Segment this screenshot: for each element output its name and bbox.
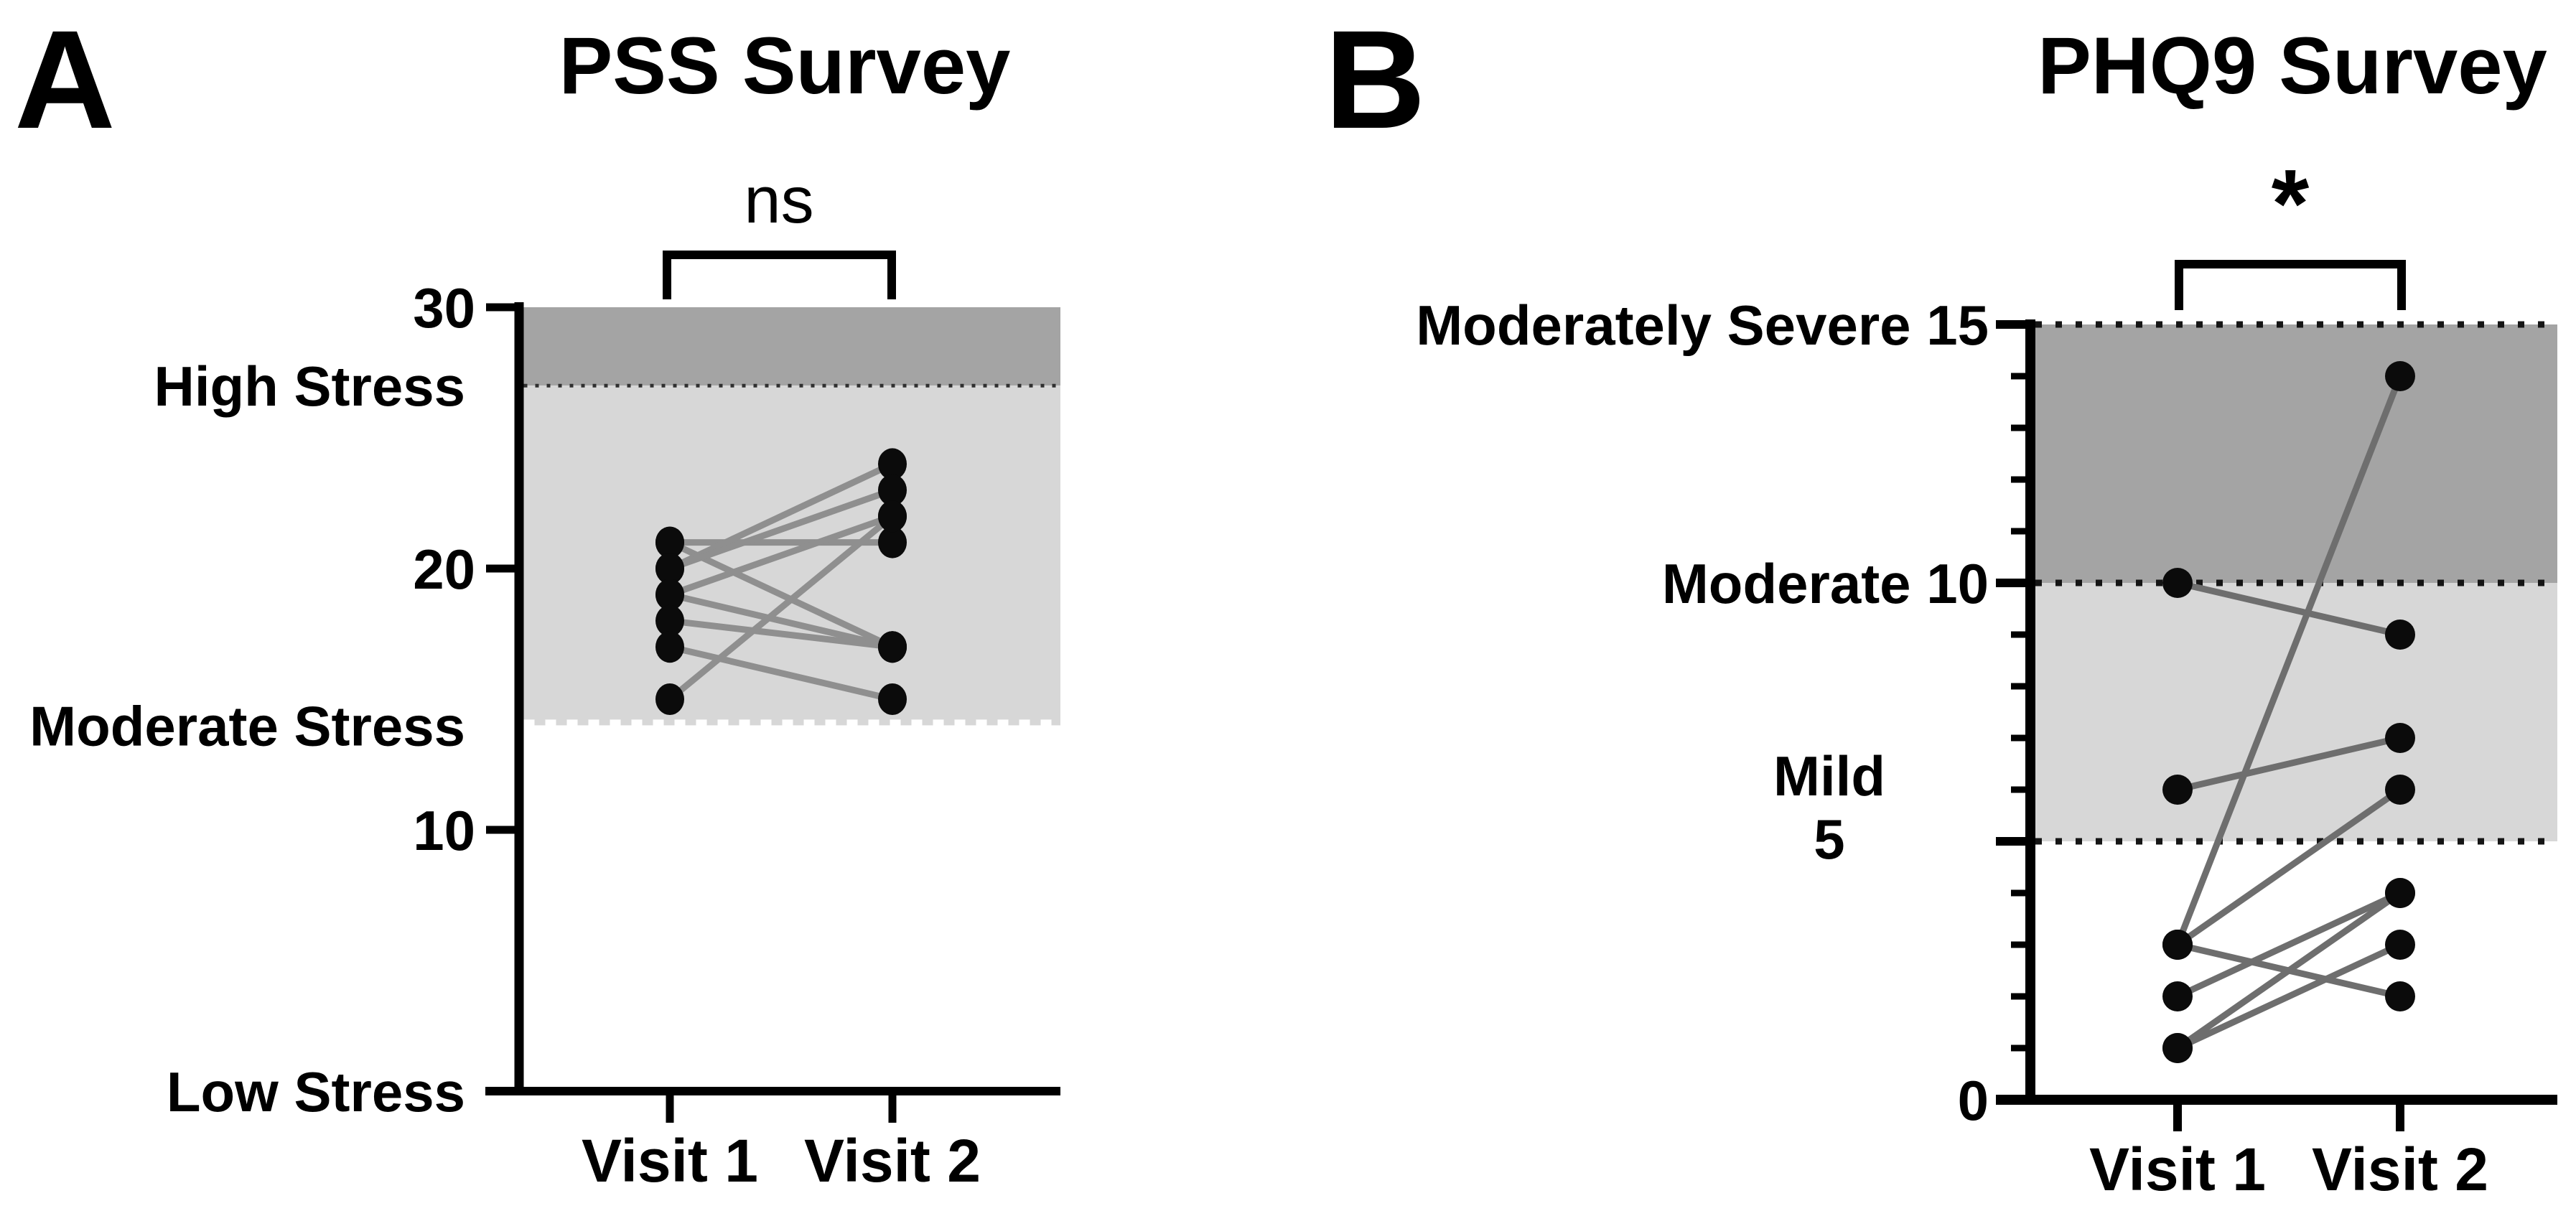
pair-line bbox=[668, 461, 894, 572]
pair-line bbox=[2176, 889, 2402, 1000]
zone-label: Moderate 10 bbox=[1662, 552, 1989, 615]
data-point-visit2 bbox=[2385, 620, 2415, 650]
pair-line bbox=[668, 513, 894, 598]
pair-line bbox=[2176, 579, 2402, 638]
high-stress-band bbox=[523, 307, 1060, 386]
y-tick-label: 10 bbox=[413, 799, 475, 862]
x-category-label: Visit 2 bbox=[804, 1127, 981, 1195]
data-point-visit2 bbox=[2385, 930, 2415, 960]
data-point-visit1 bbox=[655, 526, 684, 558]
moderate-stress-band bbox=[523, 385, 1060, 726]
data-point-visit2 bbox=[878, 474, 907, 506]
x-category-label: Visit 2 bbox=[2312, 1136, 2488, 1203]
zone-label: Mild bbox=[1773, 744, 1885, 808]
zone-label: Moderately Severe 15 bbox=[1416, 294, 1989, 357]
panel-title: PHQ9 Survey bbox=[2038, 21, 2547, 111]
pair-line bbox=[668, 539, 894, 650]
data-point-visit1 bbox=[655, 579, 684, 611]
pair-line bbox=[669, 617, 893, 650]
pair-line bbox=[668, 513, 895, 702]
significance-bracket bbox=[2175, 260, 2406, 310]
y-tick-label: 30 bbox=[413, 276, 475, 340]
zone-label: High Stress bbox=[154, 355, 465, 418]
pair-line bbox=[668, 643, 894, 703]
moderate-band bbox=[2035, 583, 2557, 841]
significance-label: * bbox=[2272, 149, 2310, 258]
data-point-visit1 bbox=[655, 553, 684, 584]
y-tick-label: 20 bbox=[413, 538, 475, 601]
data-point-visit2 bbox=[878, 683, 907, 715]
data-point-visit2 bbox=[2385, 981, 2415, 1011]
pair-line bbox=[2176, 941, 2402, 1052]
data-point-visit1 bbox=[2162, 981, 2193, 1011]
data-point-visit1 bbox=[2162, 775, 2193, 805]
data-point-visit2 bbox=[2385, 361, 2415, 391]
panel-letter: A bbox=[14, 1, 116, 158]
pair-line bbox=[2174, 375, 2404, 946]
significance-bracket bbox=[663, 251, 896, 299]
zone-label: Low Stress bbox=[167, 1060, 465, 1123]
data-point-visit1 bbox=[655, 631, 684, 663]
pair-line bbox=[2176, 734, 2402, 793]
pair-line bbox=[668, 592, 894, 650]
pair-line bbox=[668, 487, 894, 572]
zone-label-value: 5 bbox=[1814, 808, 1844, 871]
data-point-visit1 bbox=[2162, 1033, 2193, 1063]
data-point-visit2 bbox=[878, 526, 907, 558]
data-point-visit1 bbox=[655, 683, 684, 715]
moderately-severe-band bbox=[2035, 324, 2557, 583]
pair-line bbox=[2175, 890, 2402, 1051]
data-point-visit2 bbox=[2385, 878, 2415, 908]
data-point-visit2 bbox=[2385, 723, 2415, 753]
data-point-visit2 bbox=[878, 448, 907, 480]
data-point-visit2 bbox=[878, 631, 907, 663]
panel-letter: B bbox=[1325, 1, 1426, 158]
data-point-visit1 bbox=[2162, 930, 2193, 960]
x-category-label: Visit 1 bbox=[2089, 1136, 2266, 1203]
zone-label: Moderate Stress bbox=[29, 694, 465, 757]
panel-b: B PHQ9 Survey 0 Moderately Severe 15 Moderat… bbox=[1325, 1, 2557, 1203]
data-point-visit1 bbox=[2162, 568, 2193, 598]
data-point-visit2 bbox=[2385, 775, 2415, 805]
significance-label: ns bbox=[744, 164, 813, 237]
panel-title: PSS Survey bbox=[559, 21, 1011, 111]
y-tick-label: 0 bbox=[1958, 1069, 1989, 1132]
pair-line bbox=[2175, 787, 2402, 948]
data-point-visit1 bbox=[655, 604, 684, 637]
data-point-visit2 bbox=[878, 500, 907, 533]
x-category-label: Visit 1 bbox=[582, 1127, 758, 1195]
